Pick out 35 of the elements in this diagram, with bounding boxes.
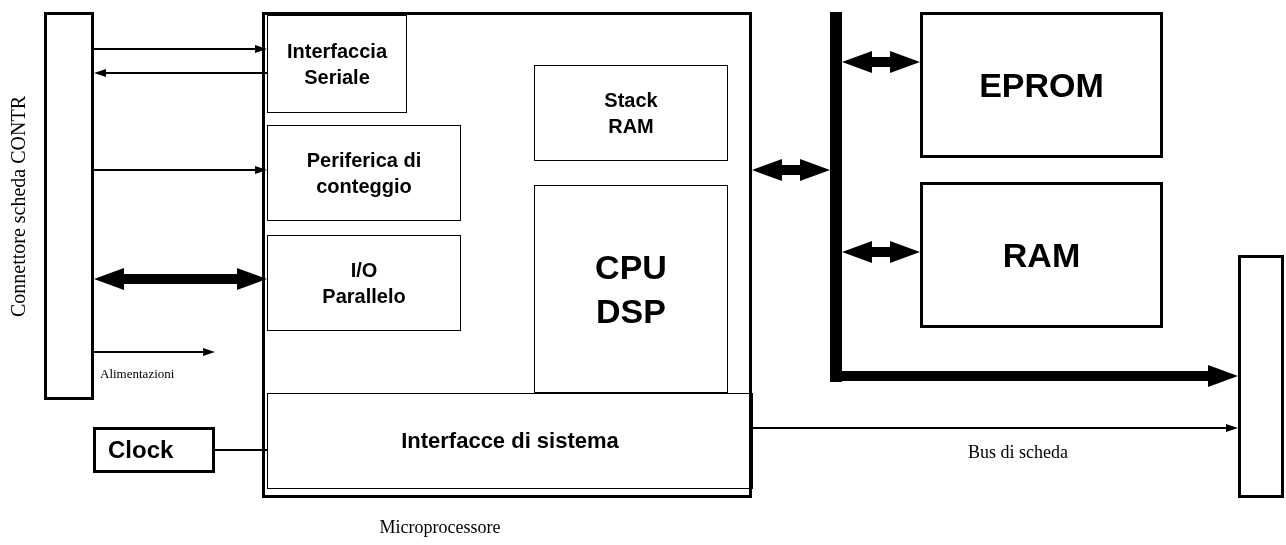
arrow	[752, 159, 830, 181]
connector-box	[44, 12, 94, 400]
block-box	[920, 12, 1163, 158]
block-label: EPROM	[979, 64, 1104, 106]
block-label: Interfacce di sistema	[401, 426, 619, 455]
arrow	[93, 348, 215, 356]
caption-text: Connettore scheda CONTR	[6, 95, 30, 317]
block-label: RAM	[1002, 234, 1081, 276]
bus-bar	[830, 12, 842, 382]
arrow	[842, 241, 920, 263]
arrow	[93, 45, 267, 53]
block-label: Stack RAM	[603, 88, 659, 139]
arrow	[94, 69, 268, 77]
block-box	[267, 15, 407, 113]
block-box	[267, 393, 753, 489]
block-box	[93, 427, 215, 473]
arrow	[842, 51, 920, 73]
block-box	[534, 185, 728, 393]
block-label: Interfaccia Seriale	[285, 39, 389, 90]
block-box	[262, 12, 752, 498]
block-box	[534, 65, 728, 161]
arrow	[842, 365, 1238, 387]
arrow	[94, 268, 267, 290]
connector-line	[214, 449, 268, 451]
caption-text: Microprocessore	[379, 516, 501, 538]
block-label: CPU DSP	[594, 246, 668, 332]
block-box	[920, 182, 1163, 328]
arrow	[752, 424, 1238, 432]
connector-box	[1238, 255, 1284, 498]
block-box	[267, 235, 461, 331]
block-box	[267, 125, 461, 221]
arrow	[93, 166, 267, 174]
block-label: I/O Parallelo	[321, 258, 407, 309]
block-label: Clock	[108, 435, 174, 466]
block-label: Periferica di conteggio	[305, 148, 423, 199]
